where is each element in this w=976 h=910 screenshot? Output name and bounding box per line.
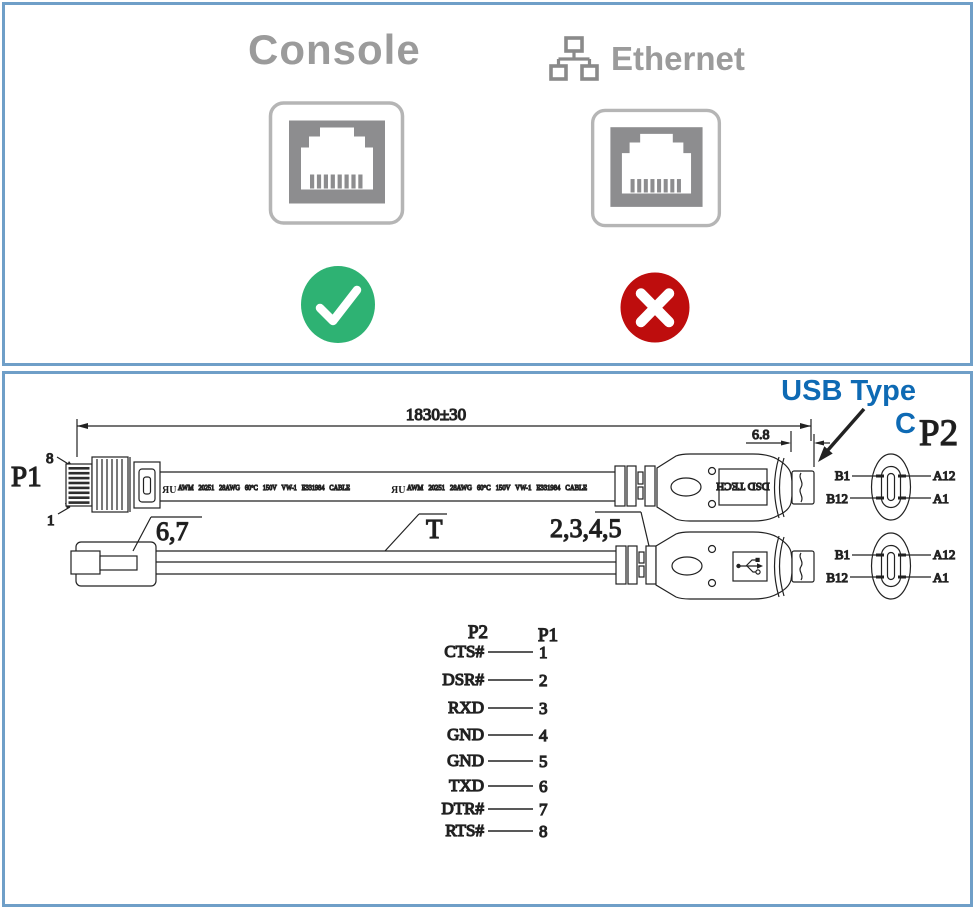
- check-icon: [300, 265, 376, 344]
- cross-icon: [620, 272, 690, 343]
- ul-mark-1: ЯU: [162, 485, 176, 496]
- pinout-pin: 4: [539, 726, 548, 745]
- xsec-bottom-b1: B1: [835, 547, 850, 562]
- dimension-tip-text: 6.8: [752, 428, 770, 443]
- callout-t-text: T: [426, 514, 443, 544]
- xsec-top-a1: A1: [933, 491, 949, 506]
- usb-c-cross-section-top: [850, 453, 931, 521]
- top-usb-c-connector: [656, 453, 815, 522]
- pinout-signal: GND: [447, 751, 484, 770]
- pinout-signal: TXD: [449, 776, 484, 795]
- ethernet-network-icon: [549, 36, 599, 82]
- usb-type-c-label: USB Type C: [781, 375, 916, 440]
- callout-2345-leader: [595, 511, 650, 547]
- pin8-label: 8: [46, 451, 54, 467]
- usb-c-cross-section-bottom: [850, 532, 931, 600]
- xsec-bottom-b12: B12: [826, 570, 848, 585]
- pinout-row: GND 5: [447, 750, 549, 771]
- pinout-row: CTS# 1: [444, 641, 548, 662]
- usb-trident-icon: [736, 557, 763, 575]
- ul-mark-2: ЯU: [391, 485, 405, 496]
- callout-t-leader: [384, 513, 447, 552]
- pinout-row: DTR# 7: [441, 798, 549, 819]
- dimension-total-text: 1830±30: [406, 405, 466, 424]
- dimension-total-length: [76, 419, 812, 457]
- pinout-row: RXD 3: [447, 697, 548, 718]
- console-title: Console: [248, 26, 421, 73]
- p2-connector-label: P2: [919, 413, 958, 454]
- pinout-signal: RTS#: [445, 821, 484, 840]
- pinout-row: RTS# 8: [445, 820, 548, 841]
- pinout-pin: 1: [539, 643, 548, 662]
- p1-connector-label: P1: [11, 461, 42, 493]
- ethernet-rj45-jack-icon: [586, 108, 726, 228]
- bottom-usb-c-connector: [655, 531, 815, 600]
- callout-67-leader: [132, 516, 202, 552]
- pinout-pin: 8: [539, 822, 548, 841]
- pinout-row: GND 4: [447, 724, 549, 745]
- pinout-signal: RXD: [448, 698, 484, 717]
- pinout-pin: 5: [539, 752, 548, 771]
- bottom-cable: [156, 550, 616, 575]
- pinout-pin: 2: [539, 671, 548, 690]
- cable-marking-1: AWM 20251 28AWG 60°C 150V VW-1 E331984 C…: [178, 483, 350, 492]
- dimension-tip-length: [746, 431, 830, 467]
- xsec-bottom-a1: A1: [933, 570, 949, 585]
- pinout-row: DSR# 2: [442, 669, 548, 690]
- pinout-signal: DTR#: [442, 799, 485, 818]
- callout-2345-text: 2,3,4,5: [550, 514, 622, 543]
- ethernet-title-group: Ethernet: [549, 36, 745, 82]
- callout-67-text: 6,7: [156, 517, 189, 546]
- pinout-p2-header: P2: [468, 622, 488, 643]
- console-rj45-jack-icon: [268, 100, 405, 226]
- wiring-diagram-panel: [2, 371, 973, 907]
- usb-type-c-arrow: [818, 407, 866, 462]
- top-strain-relief: [614, 465, 656, 507]
- xsec-top-b1: B1: [835, 468, 850, 483]
- pinout-signal: GND: [447, 725, 484, 744]
- cable-marking-2: AWM 20251 28AWG 60°C 150V VW-1 E331984 C…: [407, 483, 587, 492]
- ethernet-title: Ethernet: [611, 40, 745, 77]
- bottom-strain-relief: [615, 545, 657, 585]
- pinout-pin: 7: [539, 800, 548, 819]
- xsec-bottom-a12: A12: [933, 547, 955, 562]
- pin1-label: 1: [47, 513, 55, 529]
- pinout-pin: 3: [539, 699, 548, 718]
- comparison-panel: [2, 2, 973, 366]
- pinout-p1-header: P1: [538, 625, 558, 646]
- pinout-signal: CTS#: [444, 642, 484, 661]
- xsec-top-a12: A12: [933, 468, 955, 483]
- dual-wire-plug-drawing: [70, 541, 157, 587]
- dsd-tech-marking: DSD TECH: [716, 480, 769, 492]
- top-cable: [160, 471, 616, 502]
- pinout-row: TXD 6: [448, 775, 548, 796]
- rj45-plug-drawing: [65, 456, 161, 513]
- pinout-signal: DSR#: [442, 670, 484, 689]
- pinout-pin: 6: [539, 777, 548, 796]
- xsec-top-b12: B12: [826, 491, 848, 506]
